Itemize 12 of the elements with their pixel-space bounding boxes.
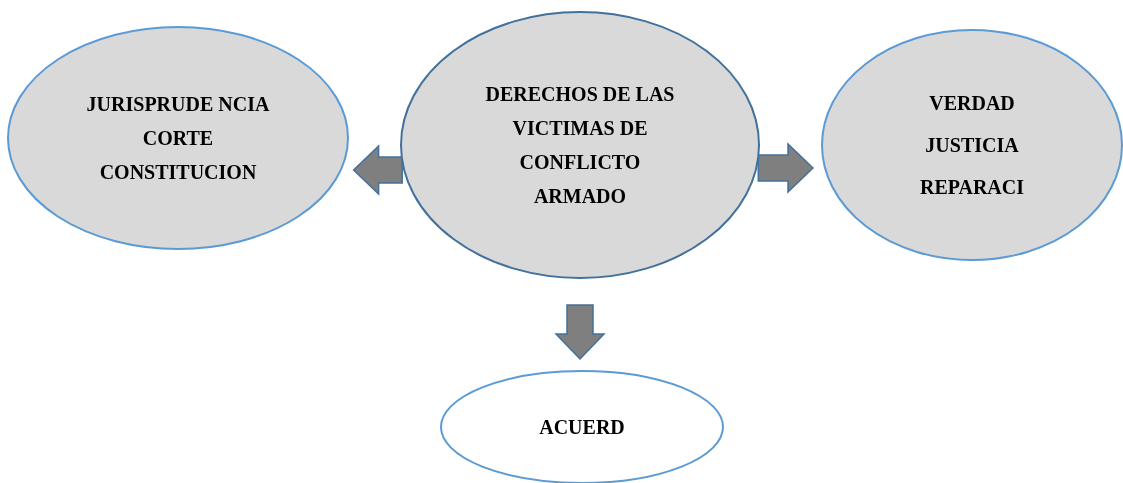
node-label: DERECHOS DE LAS VICTIMAS DE CONFLICTO ARMADO — [484, 82, 676, 209]
node-label: JURISPRUDE NCIA CORTE CONSTITUCION — [85, 92, 271, 185]
block-arrow — [352, 144, 403, 196]
node-label: VERDAD — [929, 91, 1015, 116]
node-label: JUSTICIA — [925, 133, 1019, 158]
ellipse-node — [401, 12, 759, 278]
block-arrow — [554, 304, 606, 361]
node-label: ACUERD — [539, 415, 625, 440]
ellipse-node — [8, 27, 348, 249]
node-label: REPARACI — [919, 175, 1025, 200]
ellipse-node — [822, 30, 1122, 260]
block-arrow — [757, 142, 815, 194]
